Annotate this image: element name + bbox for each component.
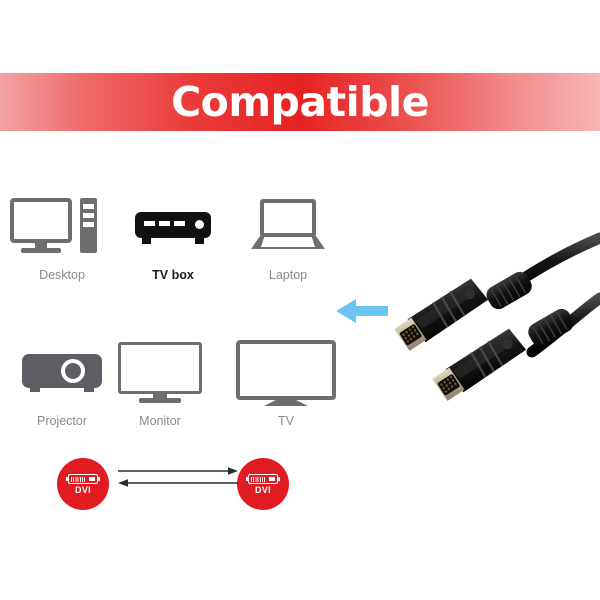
device-label: Projector: [36, 414, 88, 428]
desktop-computer-icon: [2, 194, 122, 264]
page-title: Compatible: [171, 77, 429, 126]
bidirectional-arrow-icon: [118, 467, 238, 487]
device-item-tv: TV: [226, 340, 346, 428]
device-item-monitor: Monitor: [100, 340, 220, 428]
device-item-laptop: Laptop: [228, 194, 348, 282]
device-label: TV box: [152, 268, 194, 282]
dvi-to-dvi-cable-photo: [394, 232, 600, 401]
banner: Compatible: [0, 73, 600, 131]
tv-box-icon: [113, 194, 233, 264]
device-label: TV: [278, 414, 294, 428]
device-item-tv-box: TV box: [113, 194, 233, 282]
tv-icon: [226, 340, 346, 410]
dvi-badge-label: DVI: [75, 485, 91, 495]
laptop-icon: [228, 194, 348, 264]
device-label: Monitor: [139, 414, 181, 428]
arrow-left-icon: [336, 299, 388, 323]
device-label: Desktop: [39, 268, 85, 282]
monitor-icon: [100, 340, 220, 410]
device-item-desktop: Desktop: [2, 194, 122, 282]
dvi-badge-label: DVI: [255, 485, 271, 495]
device-label: Laptop: [268, 268, 308, 282]
device-item-projector: Projector: [2, 340, 122, 428]
dvi-connector-icon: [246, 473, 280, 485]
projector-icon: [2, 340, 122, 410]
dvi-connector-icon: [66, 473, 100, 485]
dvi-badge-left: DVI: [57, 458, 109, 510]
dvi-badge-right: DVI: [237, 458, 289, 510]
